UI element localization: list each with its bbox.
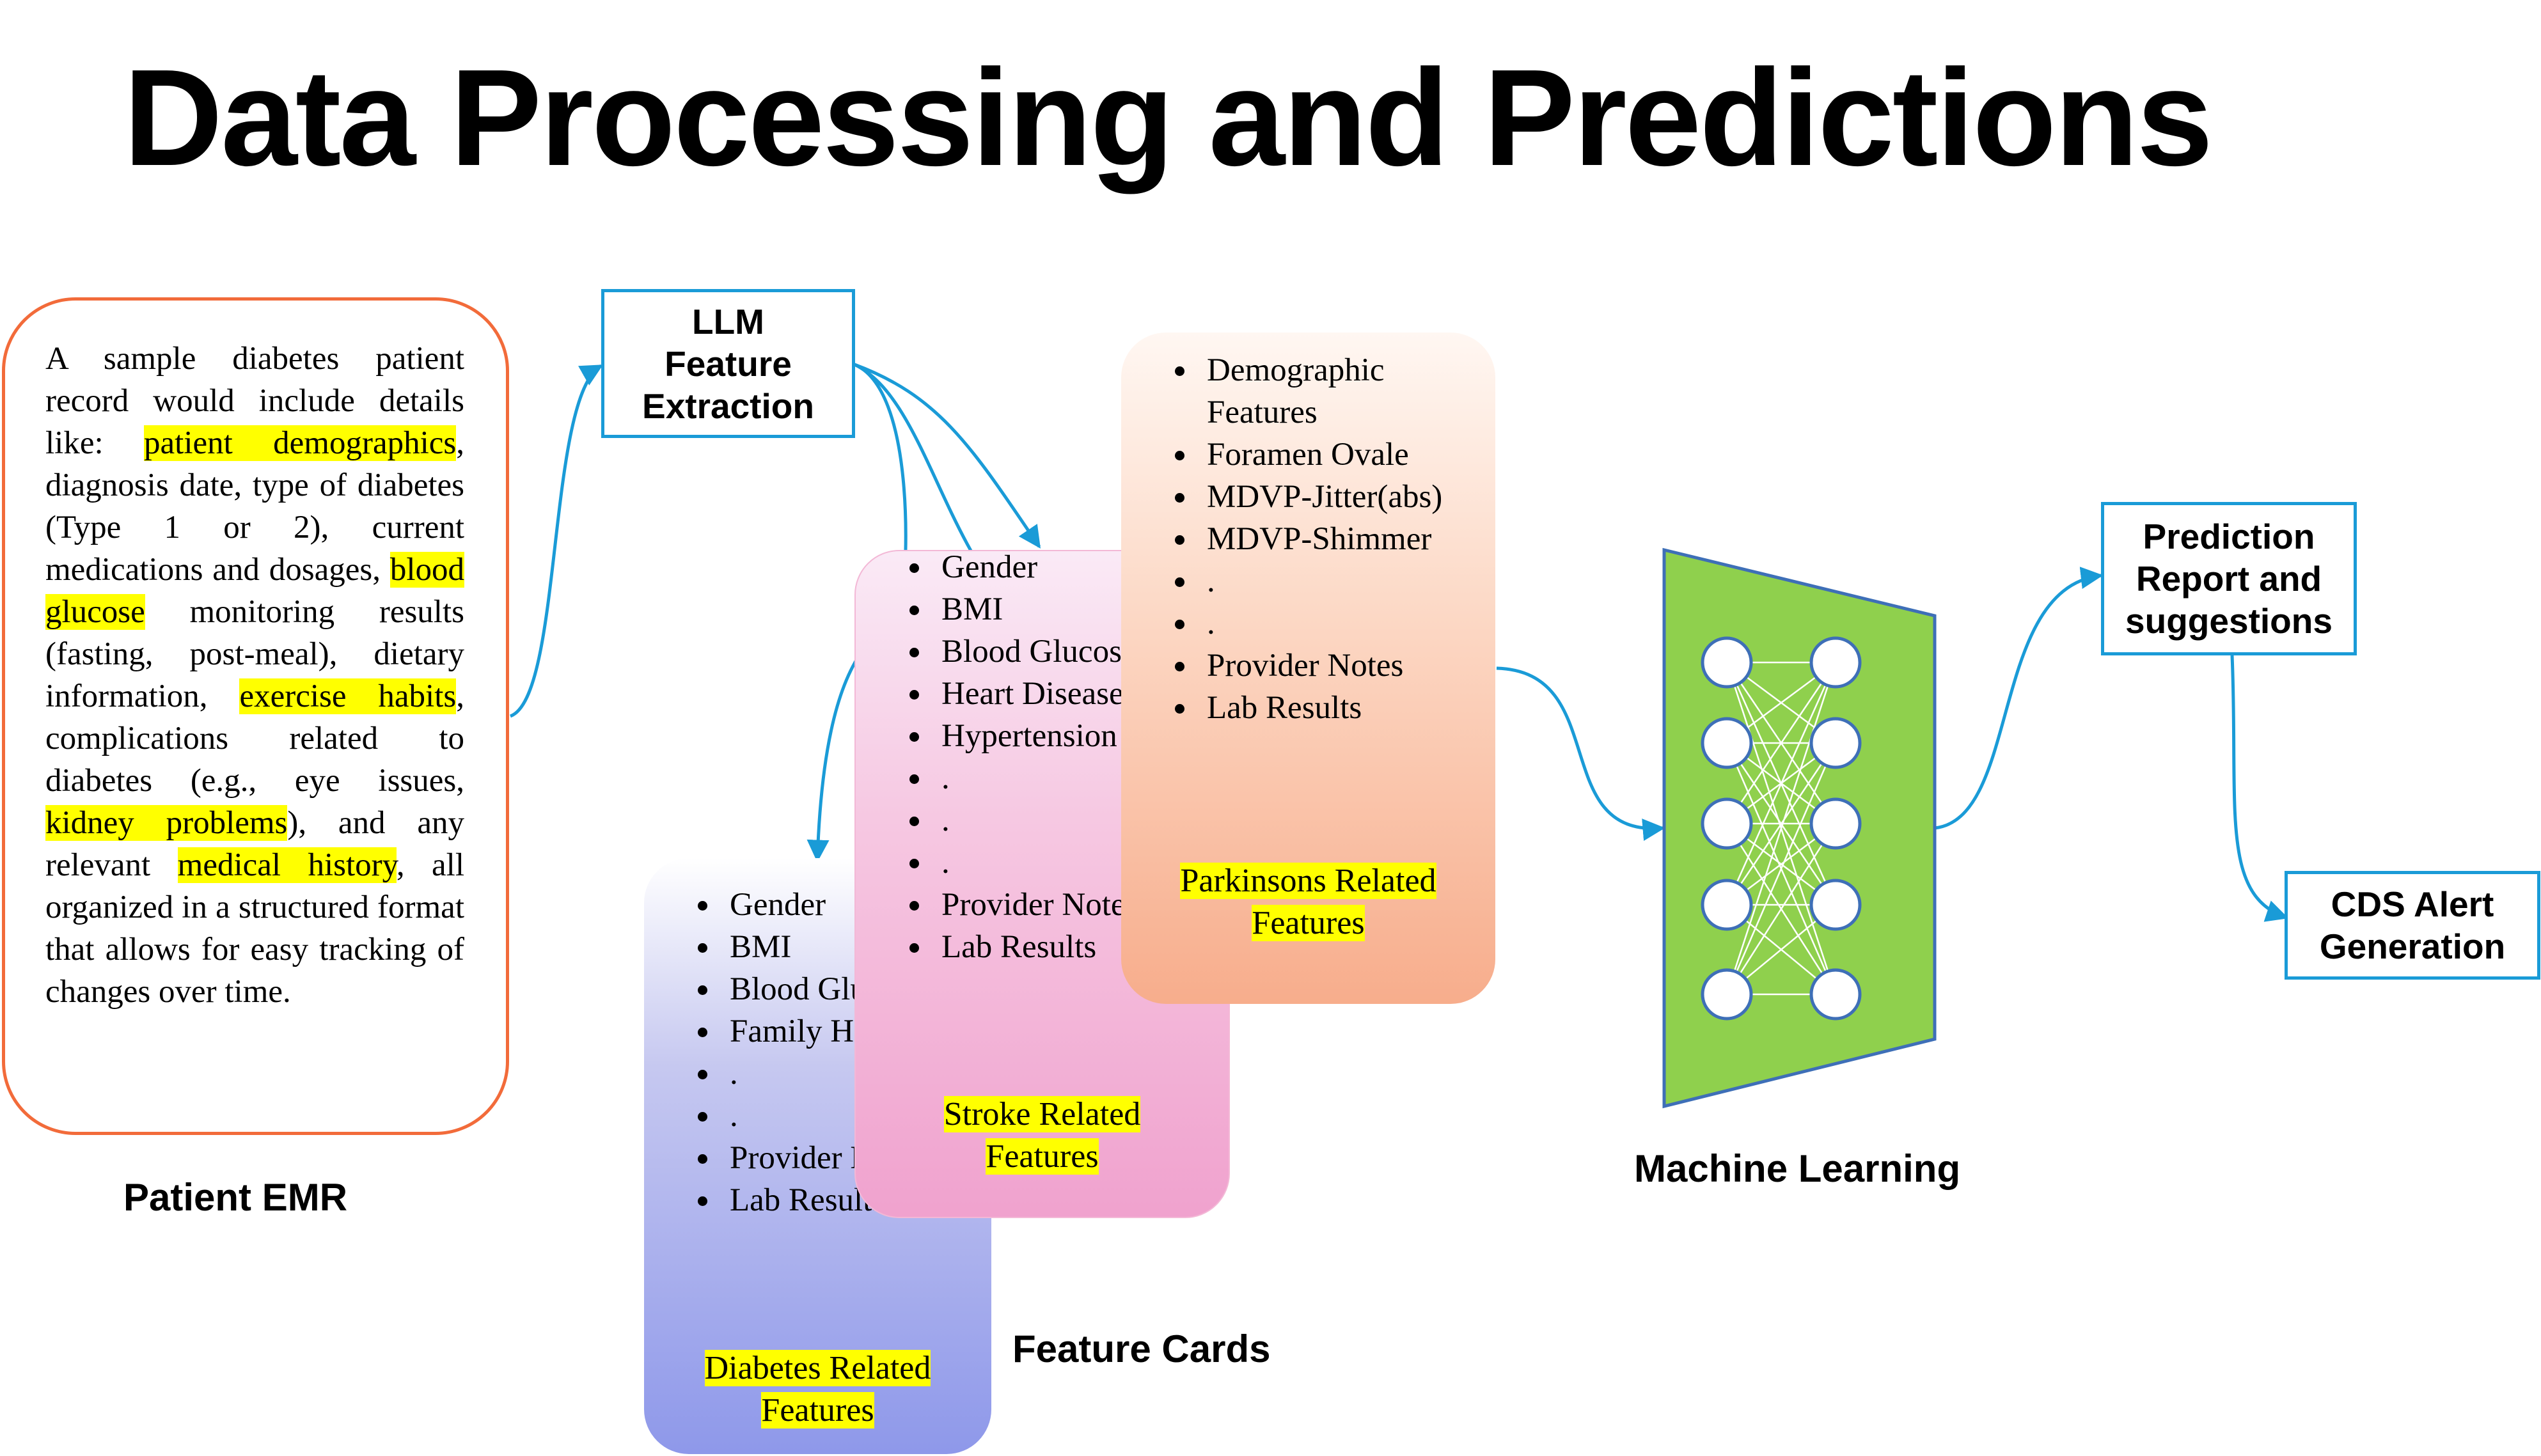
llm-line-3: Extraction	[642, 386, 814, 426]
stroke-item: Gender	[932, 551, 1229, 588]
stroke-footer-line-2: Features	[986, 1138, 1099, 1175]
arrow-llm-to-stroke	[854, 363, 1041, 549]
parkinsons-card-footer: Parkinsons Related Features	[1121, 860, 1495, 944]
arrow-emr-to-llm	[509, 364, 604, 718]
parkinsons-footer-line-1: Parkinsons Related	[1180, 863, 1436, 899]
stroke-item: Hypertension	[932, 715, 1229, 757]
prediction-line-2: Report and	[2136, 559, 2322, 599]
stroke-item: Provider Notes	[932, 884, 1229, 926]
patient-emr-text: A sample diabetes patient record would i…	[45, 338, 464, 1013]
prediction-report-box: Prediction Report and suggestions	[2101, 502, 2357, 655]
stroke-item: .	[932, 757, 1229, 799]
arrow-parkinsons-to-ml	[1496, 666, 1665, 842]
stroke-footer-line-1: Stroke Related	[943, 1096, 1141, 1132]
emr-text-segment: monitoring results (fasting, post-meal),…	[45, 594, 464, 714]
parkinsons-footer-line-2: Features	[1252, 905, 1365, 941]
diabetes-item: .	[721, 1095, 991, 1137]
parkinsons-item: Features	[1207, 395, 1318, 430]
stroke-item: Blood Glucose	[932, 630, 1229, 673]
diabetes-item: .	[721, 1053, 991, 1095]
emr-highlight: kidney problems	[45, 805, 288, 841]
llm-line-2: Feature	[665, 343, 792, 384]
stroke-item: .	[932, 842, 1229, 884]
parkinsons-item: .	[1198, 560, 1495, 602]
cds-alert-box: CDS Alert Generation	[2285, 871, 2540, 980]
prediction-line-3: suggestions	[2125, 601, 2333, 641]
cds-line-1: CDS Alert	[2331, 884, 2494, 924]
patient-emr-label: Patient EMR	[123, 1176, 348, 1219]
emr-text-segment: A sample diabetes patient record would i…	[45, 341, 464, 461]
stroke-card-footer: Stroke Related Features	[856, 1093, 1229, 1178]
stroke-item: .	[932, 799, 1229, 842]
machine-learning-label: Machine Learning	[1634, 1147, 1961, 1190]
page-title: Data Processing and Predictions	[123, 40, 2213, 194]
arrow-prediction-to-cds	[2230, 655, 2289, 922]
emr-highlight: patient demographics	[144, 425, 457, 461]
parkinsons-item: MDVP-Jitter(abs)	[1198, 476, 1495, 518]
cds-line-2: Generation	[2319, 927, 2506, 966]
diabetes-item: Gender	[721, 884, 991, 926]
stroke-item: BMI	[932, 588, 1229, 630]
emr-text-segment: , diagnosis date, type of diabetes (Type…	[45, 425, 464, 588]
llm-line-1: LLM	[691, 301, 764, 341]
emr-highlight: medical history	[177, 847, 397, 883]
parkinsons-item: Provider Notes	[1198, 645, 1495, 687]
parkinsons-item: Lab Results	[1198, 687, 1495, 729]
arrow-ml-to-prediction	[1934, 567, 2104, 830]
stroke-item: Heart Disease	[932, 673, 1229, 715]
parkinsons-item: .	[1198, 602, 1495, 645]
stroke-item: Lab Results	[932, 926, 1229, 968]
emr-text-segment: ), and any relevant	[45, 805, 464, 883]
emr-text-segment: , complications related to diabetes (e.g…	[45, 678, 464, 799]
stroke-feature-list: Gender BMI Blood Glucose Heart Disease H…	[856, 551, 1229, 968]
parkinsons-item: MDVP-Shimmer	[1198, 518, 1495, 560]
emr-text-segment: , all organized in a structured format t…	[45, 847, 465, 1010]
feature-cards-label: Feature Cards	[1012, 1327, 1271, 1370]
diabetes-item: BMI	[721, 926, 991, 968]
parkinsons-item: Demographic	[1198, 349, 1495, 391]
diabetes-footer-line-1: Diabetes Related	[704, 1350, 931, 1386]
parkinsons-item: Foramen Ovale	[1198, 434, 1495, 476]
prediction-line-1: Prediction	[2143, 517, 2315, 556]
llm-feature-extraction-box: LLM Feature Extraction	[601, 289, 855, 438]
emr-highlight: exercise habits	[239, 678, 457, 714]
feature-card-parkinsons: Demographic Features Foramen Ovale MDVP-…	[1121, 333, 1495, 1004]
diabetes-card-footer: Diabetes Related Features	[644, 1347, 991, 1432]
parkinsons-feature-list: Demographic Features Foramen Ovale MDVP-…	[1121, 333, 1495, 729]
diabetes-footer-line-2: Features	[761, 1392, 874, 1429]
